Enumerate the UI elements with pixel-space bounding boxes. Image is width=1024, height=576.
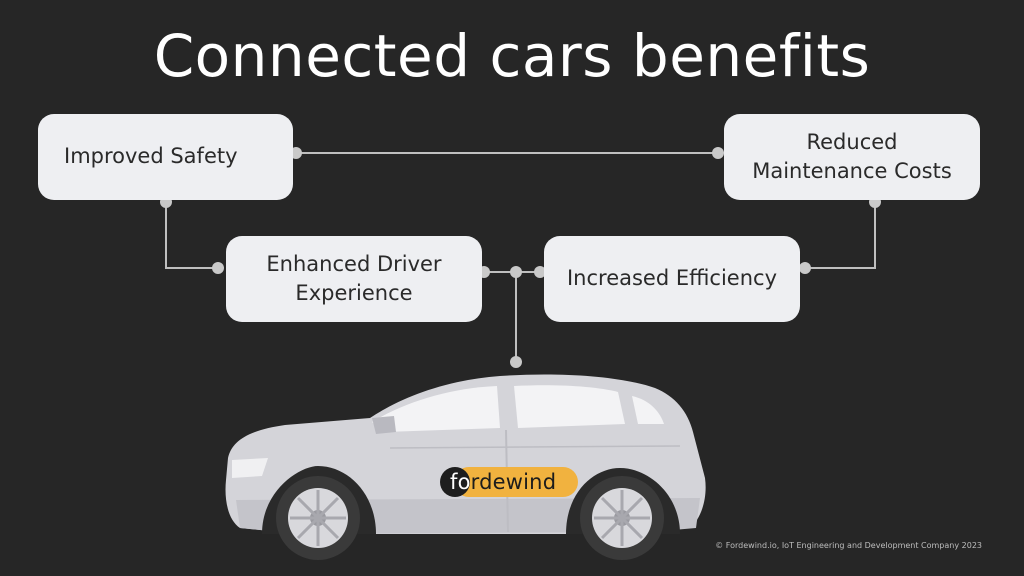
connector-node [799, 262, 811, 274]
benefit-label: Improved Safety [64, 144, 238, 169]
connector-node [534, 266, 546, 278]
copyright-notice: © Fordewind.io, IoT Engineering and Deve… [715, 541, 982, 550]
car-rear-wheel [580, 476, 664, 560]
logo-pill [454, 467, 578, 497]
logo-prefix: fo [450, 470, 471, 494]
benefit-increased-efficiency: Increased Efficiency [544, 236, 800, 322]
connector-node [510, 266, 522, 278]
connector-node [510, 356, 522, 368]
logo-suffix: rdewind [470, 470, 557, 494]
benefit-label-line2: Maintenance Costs [752, 159, 952, 183]
benefit-enhanced-driver-experience: Enhanced Driver Experience [226, 236, 482, 322]
connector-node [290, 147, 302, 159]
car-front-wheel [276, 476, 360, 560]
benefit-label-line1: Reduced [806, 129, 898, 154]
car-rear-window [514, 385, 625, 428]
benefit-label: Increased Efficiency [566, 266, 778, 291]
fordewind-logo: fordewind [440, 467, 578, 497]
benefit-label-line2: Experience [295, 281, 413, 305]
benefit-reduced-maintenance: Reduced Maintenance Costs [724, 114, 980, 200]
benefit-label-line1: Enhanced Driver [266, 251, 442, 276]
connector-safety-driver [165, 202, 218, 269]
car-mirror [372, 416, 396, 434]
logo-circle [440, 467, 470, 497]
connector-maintenance-efficiency [805, 202, 876, 269]
car-quarter-window [632, 396, 664, 424]
car-front-window [372, 386, 500, 432]
page-title: Connected cars benefits [153, 22, 871, 90]
connector-node [212, 262, 224, 274]
car-headlight [232, 458, 268, 478]
benefit-improved-safety: Improved Safety [38, 114, 293, 200]
connector-node [712, 147, 724, 159]
